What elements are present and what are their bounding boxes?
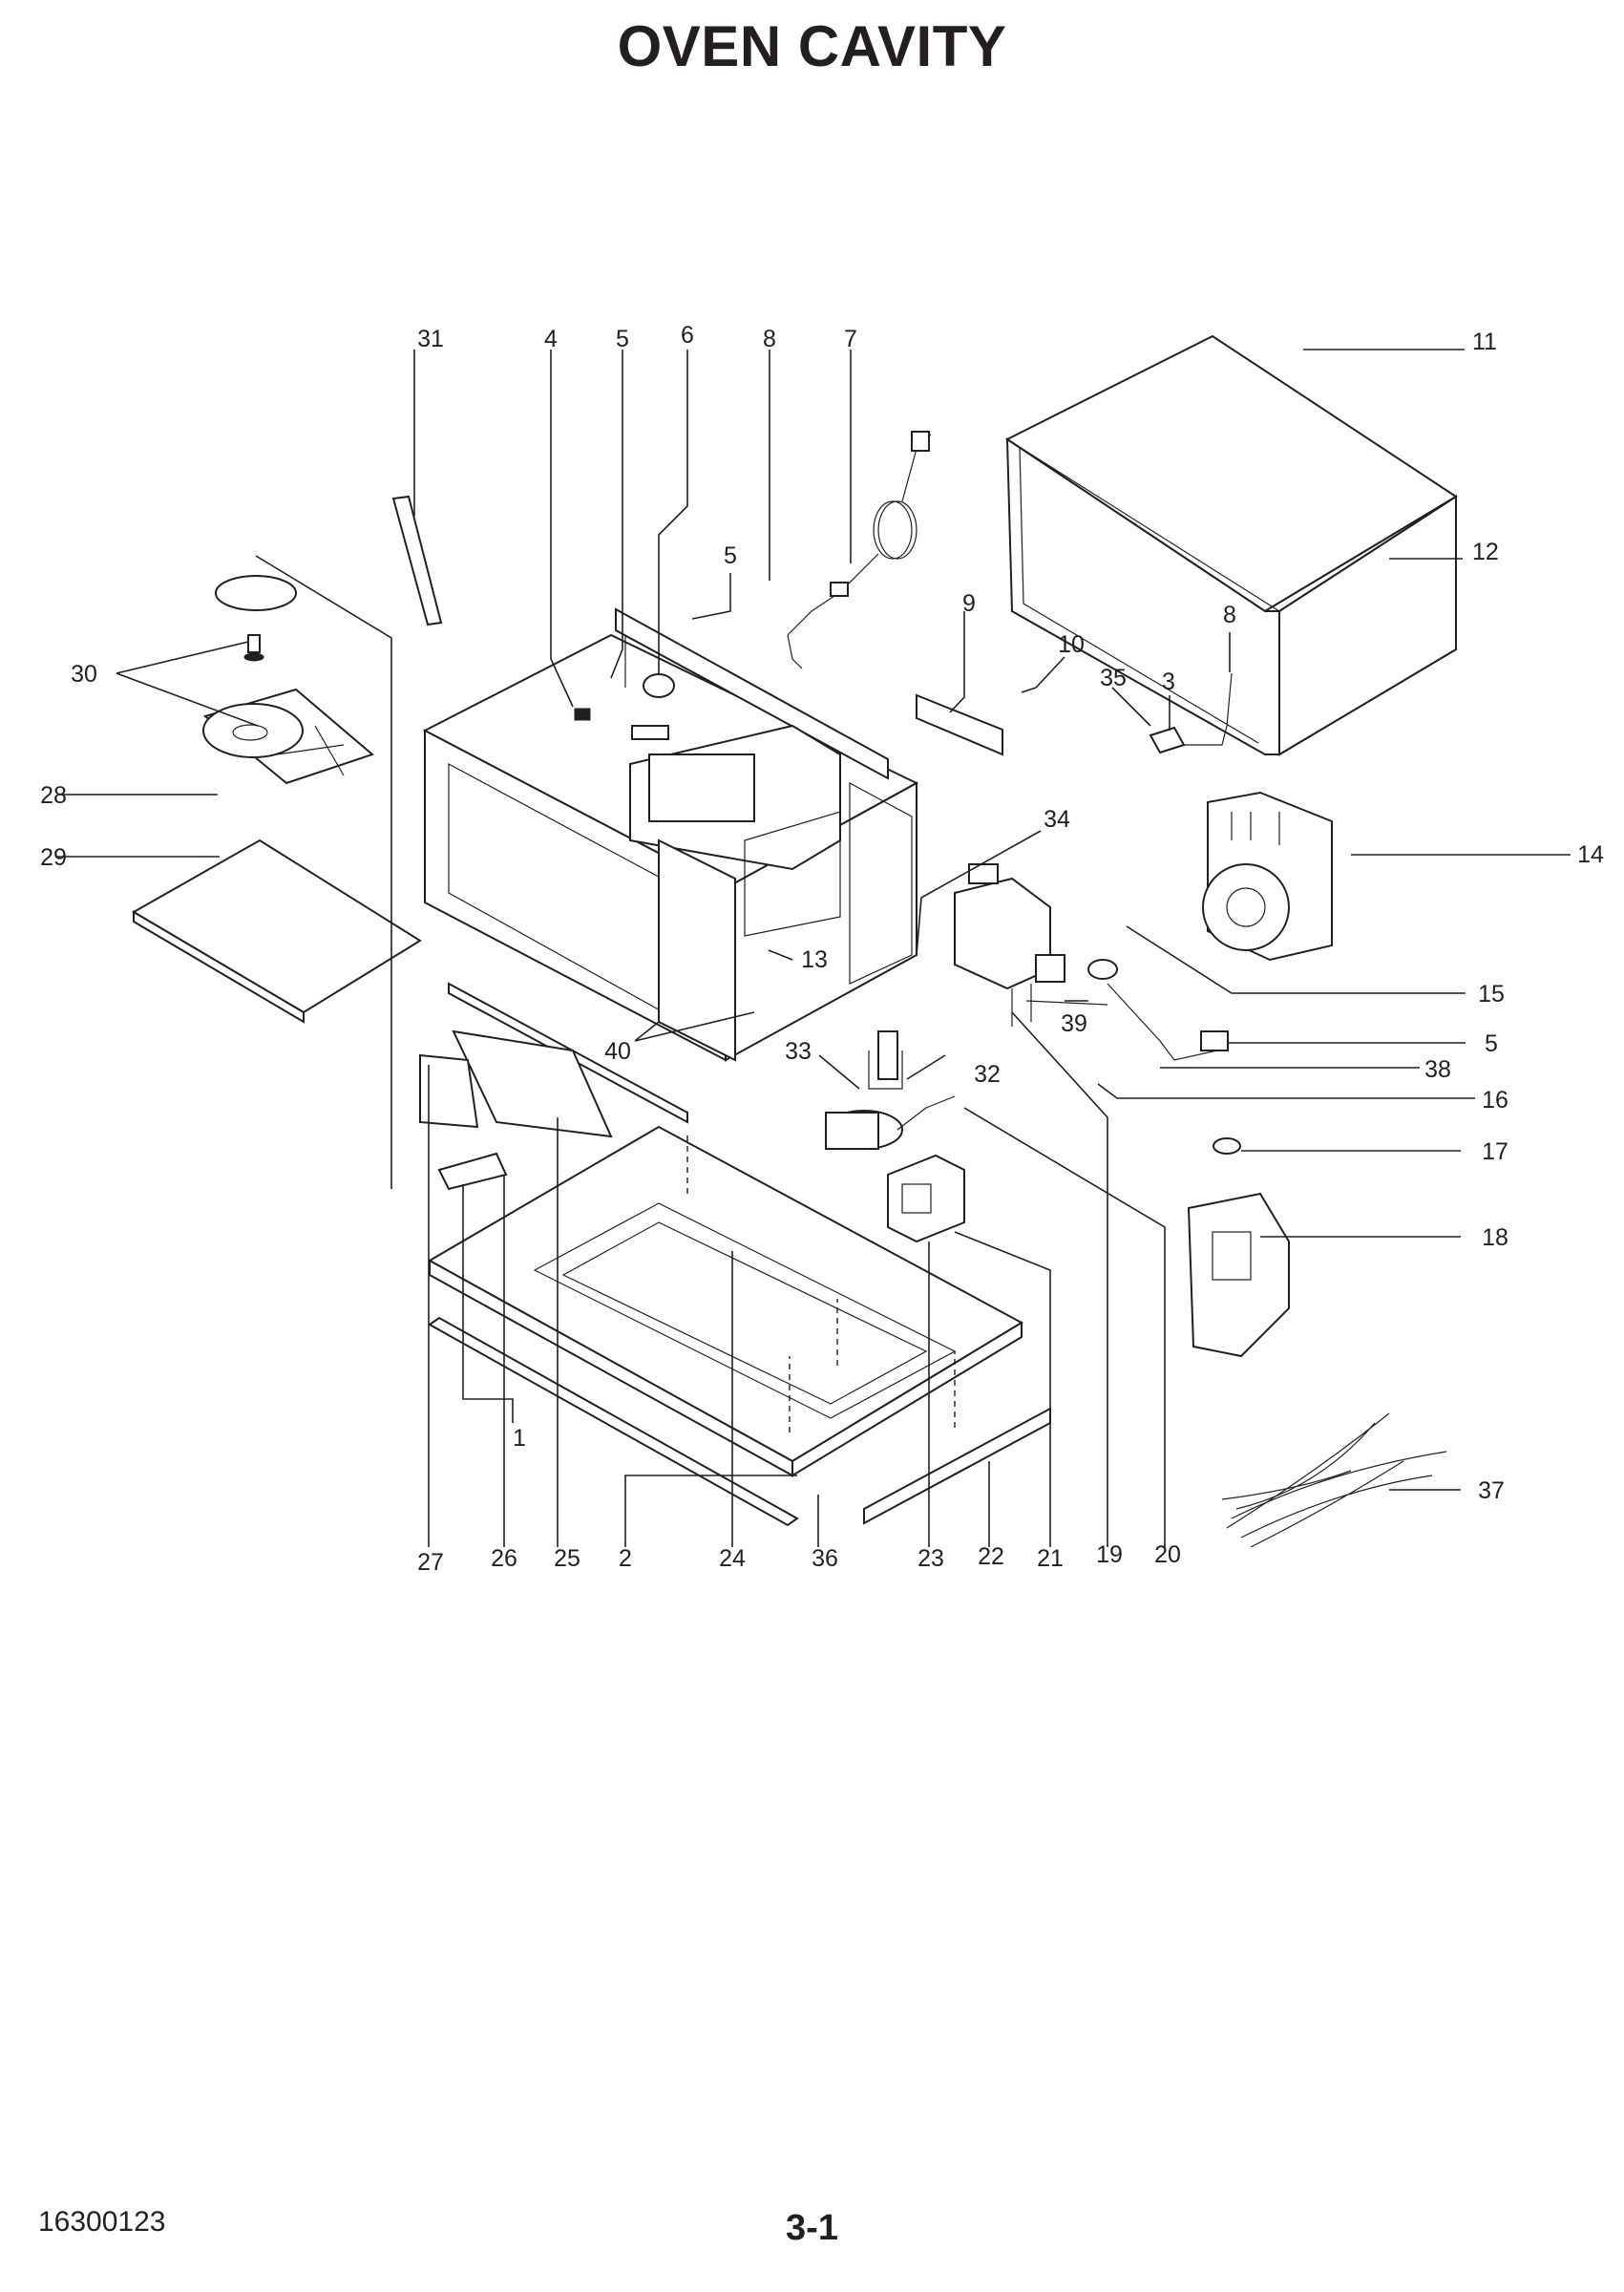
callout-6: 6 <box>681 322 694 349</box>
callout-19: 19 <box>1096 1541 1123 1568</box>
callout-5-right: 5 <box>1485 1030 1498 1057</box>
callout-22: 22 <box>978 1543 1004 1570</box>
callout-32: 32 <box>974 1061 1001 1088</box>
callout-7: 7 <box>844 326 857 352</box>
callout-39: 39 <box>1061 1010 1087 1037</box>
callout-5-top: 5 <box>616 326 629 352</box>
callout-34: 34 <box>1044 806 1070 833</box>
turntable-assembly-part <box>202 575 374 785</box>
hv-capacitor-part <box>825 1030 956 1150</box>
fan-motor-part <box>631 673 675 740</box>
callout-33: 33 <box>785 1038 812 1065</box>
callout-37: 37 <box>1478 1477 1505 1504</box>
callout-16: 16 <box>1482 1087 1508 1114</box>
callout-27: 27 <box>417 1549 444 1576</box>
callout-30: 30 <box>71 661 97 688</box>
bracket-part <box>916 693 1003 756</box>
callout-26: 26 <box>491 1545 517 1572</box>
rails-part <box>419 1029 1051 1527</box>
callout-35: 35 <box>1100 665 1127 691</box>
hv-wire-part <box>1025 983 1229 1061</box>
callout-14: 14 <box>1577 841 1604 868</box>
callout-10: 10 <box>1058 631 1085 658</box>
callout-8-right: 8 <box>1223 602 1236 628</box>
callout-24: 24 <box>719 1545 746 1572</box>
power-cord-part <box>787 431 932 669</box>
fuse-holder-part <box>1149 672 1233 754</box>
callout-11: 11 <box>1472 329 1497 355</box>
callout-9: 9 <box>962 590 976 617</box>
callout-4: 4 <box>544 326 558 352</box>
leader-lines <box>57 349 1571 1547</box>
gasket-part <box>391 495 443 626</box>
door-latch-part <box>1187 1137 1290 1358</box>
callout-1: 1 <box>513 1425 526 1452</box>
callout-31: 31 <box>417 326 444 352</box>
callout-8-top: 8 <box>763 326 776 352</box>
glass-tray-part <box>132 838 422 1024</box>
oven-cavity-part <box>422 607 919 1124</box>
callout-15: 15 <box>1478 981 1505 1008</box>
callout-25: 25 <box>554 1545 580 1572</box>
outer-cabinet-part <box>1005 334 1458 756</box>
callout-40: 40 <box>604 1038 631 1065</box>
page-title: OVEN CAVITY <box>617 14 1007 78</box>
callout-5-mid: 5 <box>724 542 737 569</box>
callout-17: 17 <box>1482 1138 1508 1165</box>
callout-38: 38 <box>1424 1056 1451 1083</box>
callout-2: 2 <box>619 1545 632 1572</box>
page-number: 3-1 <box>786 2208 838 2248</box>
callout-29: 29 <box>40 844 67 871</box>
callout-28: 28 <box>40 782 67 809</box>
fan-duct-part <box>1202 791 1333 962</box>
callout-20: 20 <box>1154 1541 1181 1568</box>
document-number: 16300123 <box>38 2206 166 2238</box>
hv-transformer-part <box>887 1154 965 1243</box>
wire-harness-part <box>1221 1412 1447 1548</box>
callout-3: 3 <box>1162 668 1175 695</box>
callout-23: 23 <box>917 1545 944 1572</box>
thermal-cutout-part <box>574 708 591 721</box>
callout-13: 13 <box>801 946 828 973</box>
callout-21: 21 <box>1037 1545 1064 1572</box>
callout-labels: 31 4 5 6 8 7 11 12 5 9 10 8 35 3 30 28 2… <box>40 322 1604 1576</box>
callout-18: 18 <box>1482 1224 1508 1251</box>
callout-12: 12 <box>1472 539 1499 565</box>
callout-36: 36 <box>812 1545 838 1572</box>
magnetron-part <box>954 863 1118 1027</box>
